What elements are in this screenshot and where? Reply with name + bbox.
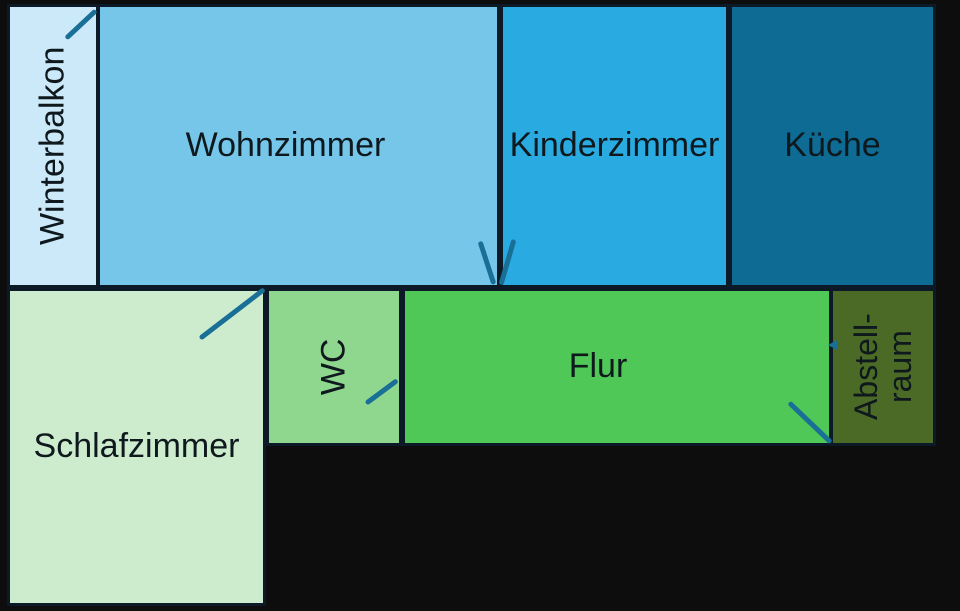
- room-label-wc: WC: [314, 338, 353, 396]
- abstellraum-door-arrow-icon: [828, 340, 837, 350]
- room-schlafzimmer: Schlafzimmer: [7, 288, 266, 606]
- room-label-abstellraum: Abstell- raum: [847, 313, 918, 421]
- room-label-wohnzimmer: Wohnzimmer: [185, 126, 386, 165]
- room-abstellraum: Abstell- raum: [830, 288, 936, 446]
- room-label-kinderzimmer: Kinderzimmer: [509, 126, 720, 165]
- room-label-schlafzimmer: Schlafzimmer: [33, 427, 240, 466]
- room-kinderzimmer: Kinderzimmer: [500, 4, 729, 288]
- room-wohnzimmer: Wohnzimmer: [97, 4, 500, 288]
- room-wc: WC: [266, 288, 402, 446]
- room-label-flur: Flur: [568, 347, 628, 386]
- room-label-winterbalkon: Winterbalkon: [33, 46, 72, 246]
- room-winterbalkon: Winterbalkon: [7, 4, 99, 288]
- room-label-kueche: Küche: [784, 126, 881, 165]
- room-flur: Flur: [402, 288, 832, 446]
- room-kueche: Küche: [729, 4, 936, 288]
